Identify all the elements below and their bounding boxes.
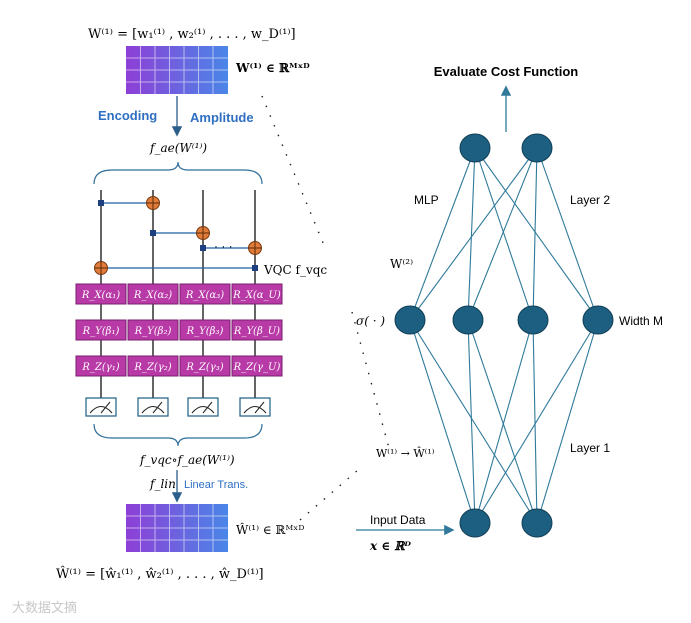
cnot-target-3	[248, 241, 262, 255]
top-brace	[93, 161, 263, 185]
ry-gate-2: R_Y(β₂)	[134, 326, 172, 337]
entangling-controls	[101, 202, 255, 269]
rz-gate-1: R_Z(γ₁)	[81, 362, 119, 373]
dotted-connector	[299, 469, 359, 521]
rx-gate-3: R_X(α₃)	[185, 290, 224, 301]
sigma-label: σ( · )	[356, 314, 385, 328]
output-node-1	[459, 133, 491, 163]
rz-gate-2: R_Z(γ₂)	[133, 362, 171, 373]
mlp-nodes	[394, 133, 614, 538]
w2-label: W⁽²⁾	[390, 257, 413, 271]
ellipsis: · · ·	[214, 239, 233, 253]
meter-icon	[85, 397, 117, 417]
fae-label: f_ae(W⁽¹⁾)	[149, 141, 207, 155]
rx-gate-2: R_X(α₂)	[133, 290, 172, 301]
control-dots	[98, 200, 258, 271]
composed-label: f_vqc∘f_ae(W⁽¹⁾)	[139, 453, 235, 467]
top-matrix-label: W⁽¹⁾ ∈ ℝᴹˣᴰ	[235, 61, 310, 75]
rz-gate-4: R_Z(γ_U)	[233, 362, 281, 373]
width-label: Width M	[619, 314, 663, 328]
output-node-2	[521, 133, 553, 163]
ry-gate-row: R_Y(β₁) R_Y(β₂) R_Y(β₃) R_Y(β_U)	[75, 319, 283, 341]
bottom-brace	[93, 423, 263, 447]
flin-label: f_lin	[149, 477, 176, 491]
rx-gate-1: R_X(α₁)	[81, 290, 120, 301]
input-label: Input Data	[370, 513, 426, 527]
layer2-label: Layer 2	[570, 193, 610, 207]
ry-gate-1: R_Y(β₁)	[82, 326, 120, 337]
input-node-2	[521, 508, 553, 538]
rz-gate-row: R_Z(γ₁) R_Z(γ₂) R_Z(γ₃) R_Z(γ_U)	[75, 355, 283, 377]
hidden-node-3	[517, 305, 549, 335]
replace-label: W⁽¹⁾ → Ŵ⁽¹⁾	[376, 446, 435, 460]
mlp-label: MLP	[414, 193, 439, 207]
top-weight-matrix	[126, 46, 228, 94]
meter-icon	[187, 397, 219, 417]
rz-gate-3: R_Z(γ₃)	[185, 362, 223, 373]
hidden-node-2	[452, 305, 484, 335]
mlp-edges	[409, 147, 599, 524]
top-formula: W⁽¹⁾ = [w₁⁽¹⁾ , w₂⁽¹⁾ , . . . , w_D⁽¹⁾]	[88, 27, 296, 42]
cnot-target-2	[196, 226, 210, 240]
dotted-connector	[351, 311, 391, 453]
bottom-matrix-label: Ŵ⁽¹⁾ ∈ ℝᴹˣᴰ	[236, 522, 304, 537]
evaluate-label: Evaluate Cost Function	[434, 64, 579, 79]
linear-trans-label: Linear Trans.	[184, 479, 248, 491]
watermark: 大数据文摘	[12, 600, 77, 615]
rx-gate-row: R_X(α₁) R_X(α₂) R_X(α₃) R_X(α_U)	[75, 283, 283, 305]
rx-gate-4: R_X(α_U)	[232, 290, 281, 301]
cnot-targets	[94, 196, 262, 275]
input-node-1	[459, 508, 491, 538]
bottom-formula: Ŵ⁽¹⁾ = [ŵ₁⁽¹⁾ , ŵ₂⁽¹⁾ , . . . , ŵ_D⁽¹⁾]	[56, 566, 264, 582]
encoding-label: Encoding	[98, 108, 157, 123]
cnot-target-1	[146, 196, 160, 210]
layer1-label: Layer 1	[570, 441, 610, 455]
vqc-label: VQC f_vqc	[263, 263, 327, 277]
input-space: x ∈ ℝᴰ	[369, 539, 411, 553]
dotted-connector	[261, 95, 327, 251]
meter-icon	[137, 397, 169, 417]
cnot-target-4	[94, 261, 108, 275]
ry-gate-3: R_Y(β₃)	[186, 326, 224, 337]
bottom-weight-matrix	[126, 504, 228, 552]
hidden-node-1	[394, 305, 426, 335]
meter-icon	[239, 397, 271, 417]
measurement-meters	[85, 397, 271, 417]
hidden-node-4	[582, 305, 614, 335]
amplitude-label: Amplitude	[190, 110, 254, 125]
ry-gate-4: R_Y(β_U)	[233, 326, 280, 337]
